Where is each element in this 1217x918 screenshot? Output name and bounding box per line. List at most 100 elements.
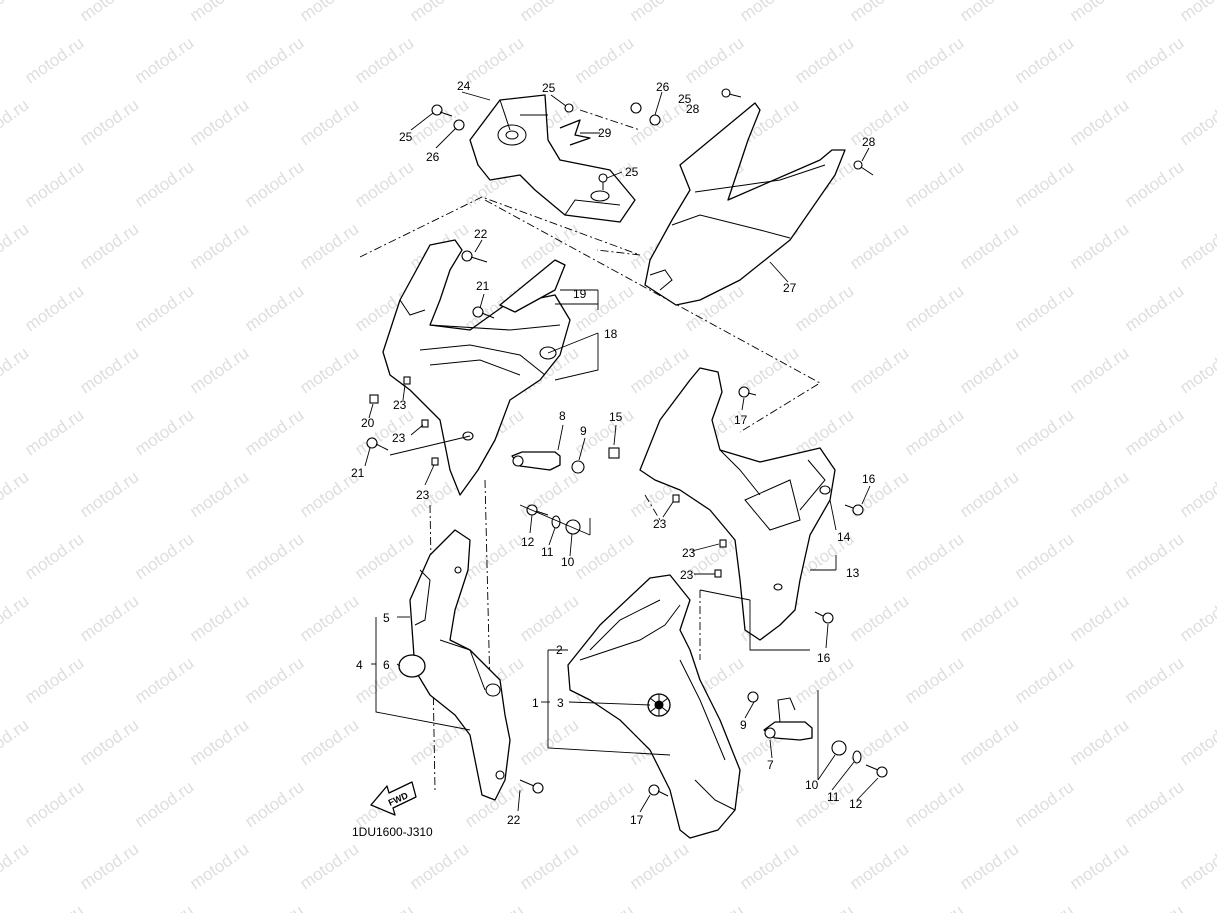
callout-9b: 9 — [740, 718, 747, 732]
callout-12a: 12 — [521, 535, 535, 549]
watermark-text: motod.ru — [461, 901, 527, 913]
callout-11a: 11 — [541, 545, 554, 559]
watermark-text: motod.ru — [131, 529, 197, 583]
watermark-text: motod.ru — [241, 777, 307, 831]
watermark-text: motod.ru — [901, 157, 967, 211]
callout-22a: 22 — [474, 227, 488, 241]
callout-20: 20 — [361, 416, 375, 430]
watermark-text: motod.ru — [736, 0, 802, 25]
watermark-text: motod.ru — [516, 0, 582, 25]
watermark-text: motod.ru — [1066, 467, 1132, 521]
watermark-text: motod.ru — [1011, 405, 1077, 459]
watermark-text: motod.ru — [406, 839, 472, 893]
watermark-text: motod.ru — [901, 405, 967, 459]
watermark-text: motod.ru — [1176, 95, 1217, 149]
watermark-text: motod.ru — [76, 0, 142, 25]
watermark-text: motod.ru — [846, 839, 912, 893]
callout-25b: 25 — [678, 92, 692, 106]
watermark-text: motod.ru — [901, 281, 967, 335]
watermark-text: motod.ru — [571, 901, 637, 913]
watermark-text: motod.ru — [241, 33, 307, 87]
watermark-text: motod.ru — [1066, 715, 1132, 769]
watermark-text: motod.ru — [0, 839, 32, 893]
watermark-text: motod.ru — [1066, 95, 1132, 149]
watermark-text: motod.ru — [131, 405, 197, 459]
callout-25a: 25 — [542, 81, 556, 95]
watermark-text: motod.ru — [1011, 529, 1077, 583]
callout-28b: 28 — [862, 135, 876, 149]
watermark-text: motod.ru — [406, 0, 472, 25]
watermark-text: motod.ru — [956, 715, 1022, 769]
watermark-text: motod.ru — [241, 529, 307, 583]
watermark-text: motod.ru — [1011, 281, 1077, 335]
watermark-text: motod.ru — [21, 653, 87, 707]
watermark-text: motod.ru — [1121, 653, 1187, 707]
watermark-text: motod.ru — [1121, 33, 1187, 87]
watermark-text: motod.ru — [296, 0, 362, 25]
callout-16b: 16 — [817, 651, 831, 665]
callout-28a: 28 — [686, 102, 700, 116]
callout-10b: 10 — [805, 778, 819, 792]
leader-lines — [364, 91, 879, 813]
callout-2: 2 — [556, 643, 563, 657]
watermark-text: motod.ru — [296, 715, 362, 769]
watermark-text: motod.ru — [956, 839, 1022, 893]
watermark-text: motod.ru — [461, 33, 527, 87]
watermark-text: motod.ru — [351, 157, 417, 211]
callout-27: 27 — [783, 281, 797, 295]
watermark-text: motod.ru — [1066, 0, 1132, 25]
callout-13: 13 — [846, 566, 860, 580]
watermark-text: motod.ru — [0, 343, 32, 397]
callout-6: 6 — [383, 658, 390, 672]
watermark-text: motod.ru — [241, 901, 307, 913]
watermark-text: motod.ru — [1011, 157, 1077, 211]
watermark-text: motod.ru — [296, 219, 362, 273]
callout-labels: 1 2 3 4 5 6 7 8 9 9 10 10 11 11 12 12 13… — [351, 79, 876, 827]
bracket-24 — [469, 94, 636, 223]
watermark-text: motod.ru — [21, 33, 87, 87]
top-cowl-27 — [644, 102, 846, 306]
watermark-text: motod.ru — [1011, 777, 1077, 831]
watermark-text: motod.ru — [956, 343, 1022, 397]
callout-17a: 17 — [734, 413, 748, 427]
watermark-text: motod.ru — [1176, 219, 1217, 273]
callout-23e: 23 — [682, 546, 696, 560]
watermark-text: motod.ru — [131, 33, 197, 87]
callout-21b: 21 — [351, 466, 365, 480]
callout-1: 1 — [532, 696, 539, 710]
fasteners — [366, 88, 888, 797]
watermark-text: motod.ru — [21, 281, 87, 335]
callout-23b: 23 — [392, 431, 406, 445]
watermark-text: motod.ru — [21, 901, 87, 913]
watermark-text: motod.ru — [791, 777, 857, 831]
watermark-text: motod.ru — [1011, 901, 1077, 913]
watermark-text: motod.ru — [846, 0, 912, 25]
diagram-code: 1DU1600-J310 — [352, 825, 433, 839]
watermark-text: motod.ru — [901, 901, 967, 913]
watermark-text: motod.ru — [186, 591, 252, 645]
watermark-text: motod.ru — [791, 405, 857, 459]
callout-18: 18 — [604, 327, 618, 341]
watermark-text: motod.ru — [901, 529, 967, 583]
watermark-text: motod.ru — [956, 219, 1022, 273]
watermark-text: motod.ru — [1121, 529, 1187, 583]
watermark-text: motod.ru — [571, 777, 637, 831]
watermark-text: motod.ru — [0, 467, 32, 521]
watermark-text: motod.ru — [1121, 777, 1187, 831]
watermark-text: motod.ru — [791, 281, 857, 335]
callout-9a: 9 — [580, 424, 587, 438]
watermark-text: motod.ru — [791, 901, 857, 913]
watermark-text: motod.ru — [956, 591, 1022, 645]
callout-25d: 25 — [625, 165, 639, 179]
watermark-text: motod.ru — [21, 157, 87, 211]
watermark-text: motod.ru — [131, 281, 197, 335]
callout-8: 8 — [559, 409, 566, 423]
watermark-text: motod.ru — [186, 0, 252, 25]
watermark-text: motod.ru — [901, 653, 967, 707]
emblem-3 — [647, 693, 671, 717]
watermark-text: motod.ru — [1066, 343, 1132, 397]
watermark-text: motod.ru — [516, 467, 582, 521]
watermark-text: motod.ru — [1176, 715, 1217, 769]
watermark-text: motod.ru — [1121, 901, 1187, 913]
watermark-text: motod.ru — [956, 0, 1022, 25]
